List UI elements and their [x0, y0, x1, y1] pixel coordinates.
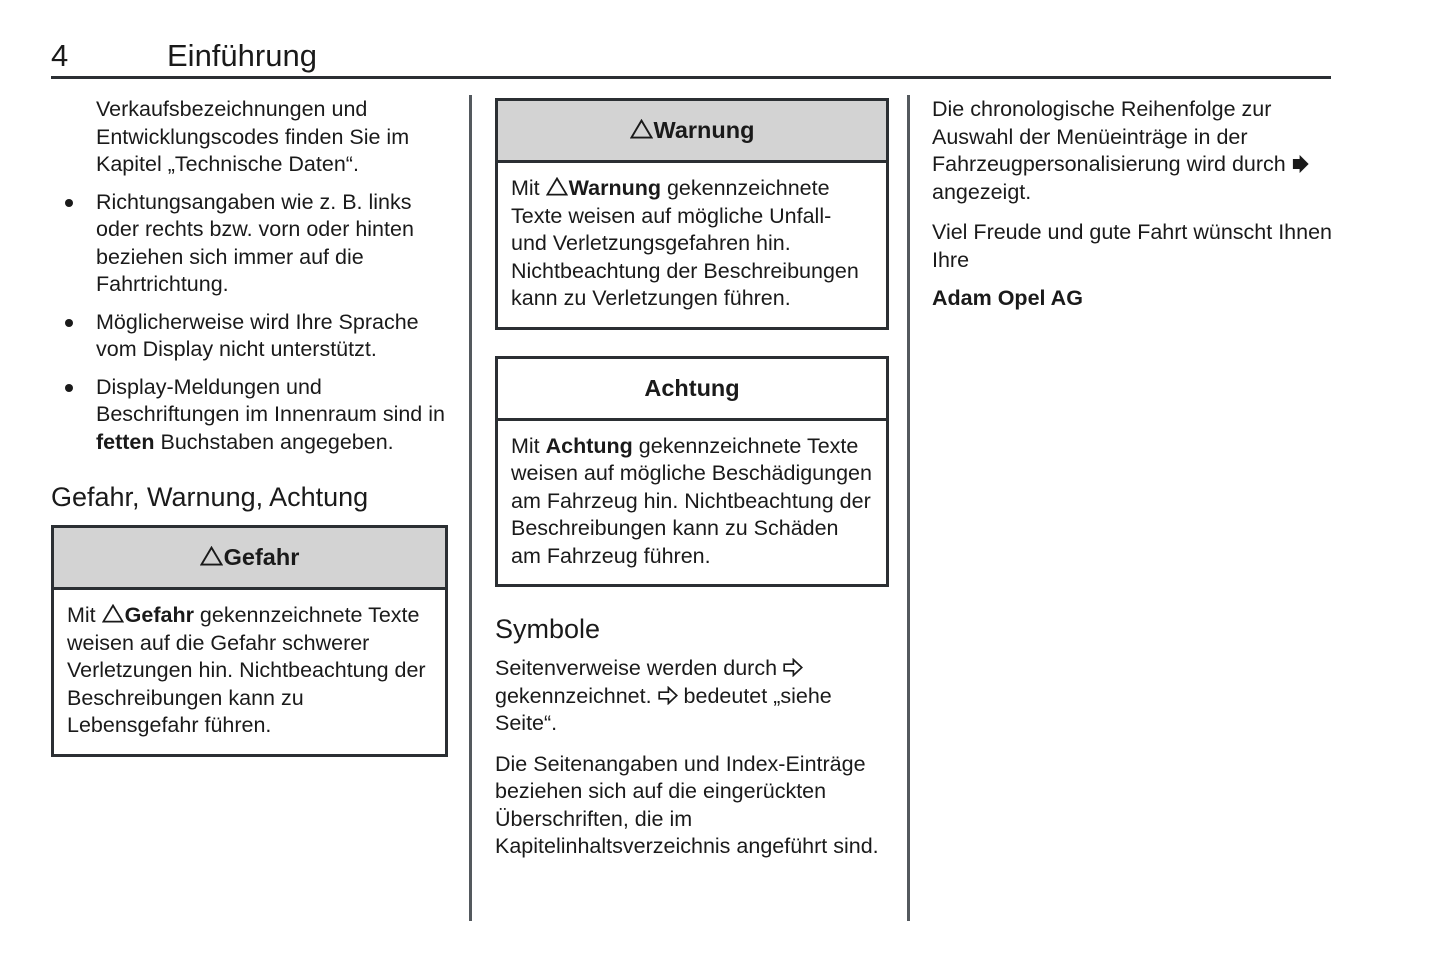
- text-column-2: Warnung Mit Warnung gekennzeichnete Text…: [495, 96, 891, 861]
- page-header: 4 Einführung: [0, 0, 1445, 82]
- symbols-text-part1: Seitenverweise werden durch: [495, 656, 784, 680]
- section-heading-symbole: Symbole: [495, 614, 601, 644]
- notice-box-gefahr-body: Mit Gefahr gekennzeichnete Texte weisen …: [54, 590, 445, 754]
- column-divider-1: [469, 95, 472, 921]
- list-item-text-part1: Display-Meldungen und Beschriftungen im …: [96, 374, 445, 427]
- text-column-3: Die chronologische Reihenfolge zur Auswa…: [932, 96, 1332, 313]
- page-number: 4: [51, 38, 69, 73]
- index-paragraph: Die Seitenangaben und Index-Einträge bez…: [495, 751, 879, 859]
- list-item-text: Möglicherweise wird Ihre Sprache vom Dis…: [96, 309, 419, 362]
- notice-body-suffix: gekennzeichnete Texte weisen auf möglich…: [511, 176, 859, 310]
- notice-box-achtung-body: Mit Achtung gekennzeichnete Texte weisen…: [498, 421, 886, 585]
- closing-paragraph: Viel Freude und gute Fahrt wünscht Ihnen…: [932, 220, 1332, 272]
- warning-triangle-icon: [101, 604, 124, 623]
- notice-box-achtung: Achtung Mit Achtung gekennzeichnete Text…: [495, 355, 889, 587]
- intro-bullet-list: Richtungsangaben wie z. B. links oder re…: [51, 189, 451, 457]
- notice-box-warnung-header-label: Warnung: [653, 117, 755, 143]
- notice-body-suffix: gekennzeichnete Texte weisen auf möglich…: [511, 433, 872, 568]
- section-heading-gefahr-warnung-achtung: Gefahr, Warnung, Achtung: [51, 482, 369, 512]
- symbols-text-part3: bedeutet „siehe Seite“.: [495, 683, 832, 736]
- notice-box-achtung-header: Achtung: [498, 358, 886, 421]
- notice-body-suffix: gekennzeichnete Texte weisen auf die Gef…: [67, 603, 426, 737]
- menu-text-part1: Die chronologische Reihenfolge zur Auswa…: [932, 97, 1292, 176]
- list-item-text-part2: Buchstaben angegeben.: [154, 429, 394, 454]
- notice-box-achtung-header-label: Achtung: [644, 374, 740, 401]
- notice-box-warnung: Warnung Mit Warnung gekennzeichnete Text…: [495, 98, 889, 330]
- list-item: Möglicherweise wird Ihre Sprache vom Dis…: [51, 309, 451, 364]
- list-item-text: Richtungsangaben wie z. B. links oder re…: [96, 189, 414, 297]
- hollow-right-arrow-icon: [783, 658, 804, 677]
- bullet-dot-icon: [65, 318, 73, 327]
- notice-body-bold: Achtung: [545, 433, 633, 458]
- signature-adam-opel-ag: Adam Opel AG: [932, 286, 1083, 310]
- solid-right-arrow-icon: [1292, 155, 1309, 173]
- notice-body-bold: Gefahr: [124, 603, 194, 627]
- notice-box-warnung-body: Mit Warnung gekennzeichnete Texte weisen…: [498, 163, 886, 327]
- chapter-title: Einführung: [167, 38, 317, 73]
- menu-text-part2: angezeigt.: [932, 179, 1032, 204]
- list-item: Richtungsangaben wie z. B. links oder re…: [51, 189, 451, 299]
- symbols-paragraph: Seitenverweise werden durch gekennzeichn…: [495, 655, 891, 738]
- header-rule: [51, 76, 1331, 79]
- notice-box-gefahr-header: Gefahr: [54, 528, 445, 590]
- intro-paragraph: Verkaufsbezeichnungen und Entwicklungsco…: [96, 97, 410, 176]
- list-item-text-bold: fetten: [96, 429, 155, 454]
- warning-triangle-icon: [199, 546, 223, 566]
- column-divider-2: [907, 95, 910, 921]
- hollow-right-arrow-icon: [657, 685, 678, 705]
- text-column-1: Verkaufsbezeichnungen und Entwicklungsco…: [51, 96, 451, 757]
- warning-triangle-icon: [629, 119, 653, 139]
- menu-order-paragraph: Die chronologische Reihenfolge zur Auswa…: [932, 96, 1332, 206]
- notice-box-gefahr: Gefahr Mit Gefahr gekennzeichnete Texte …: [51, 525, 448, 757]
- bullet-dot-icon: [65, 383, 73, 392]
- symbols-text-part2: gekennzeichnet.: [495, 683, 658, 708]
- list-item: Display-Meldungen und Beschriftungen im …: [51, 374, 451, 457]
- notice-body-prefix: Mit: [511, 433, 546, 458]
- notice-body-prefix: Mit: [67, 603, 102, 627]
- notice-body-bold: Warnung: [568, 176, 661, 200]
- notice-body-prefix: Mit: [511, 176, 546, 200]
- bullet-dot-icon: [65, 198, 73, 207]
- notice-box-warnung-header: Warnung: [498, 101, 886, 163]
- warning-triangle-icon: [545, 177, 568, 196]
- notice-box-gefahr-header-label: Gefahr: [223, 544, 300, 570]
